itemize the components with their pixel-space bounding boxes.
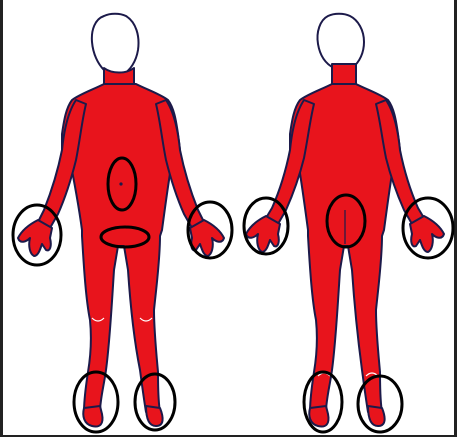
back-head [317, 14, 364, 68]
front-head [92, 14, 139, 75]
back-left-foot [309, 406, 328, 427]
front-navel [119, 182, 122, 185]
back-right-hand [410, 216, 444, 252]
front-right-foot [83, 406, 102, 427]
front-left-foot [146, 406, 163, 426]
back-view-figure [246, 14, 444, 427]
front-view-figure [18, 14, 224, 427]
front-right-hand [18, 220, 52, 256]
back-right-foot [368, 406, 385, 426]
back-neck [332, 64, 356, 86]
